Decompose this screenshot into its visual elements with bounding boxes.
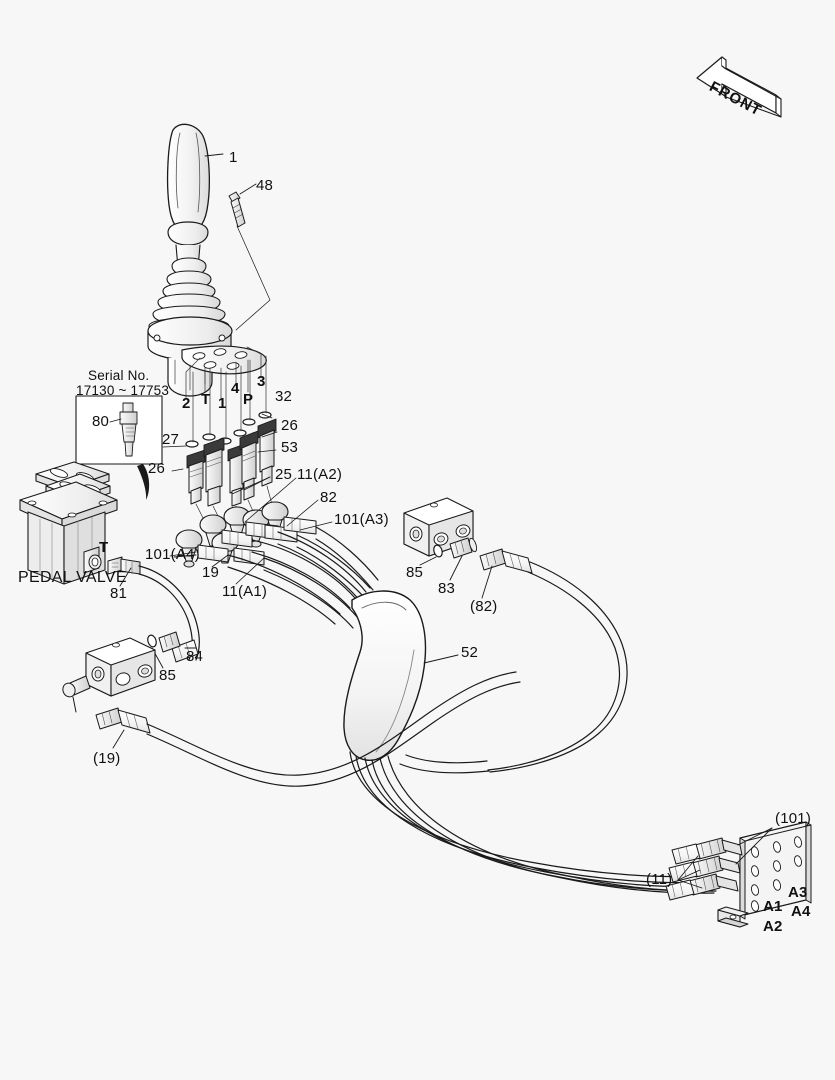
callout-85-b: 85: [159, 667, 177, 684]
manifold-block-right: [399, 497, 628, 774]
valve-port-2: 2: [182, 395, 191, 412]
coupler-a4: [668, 855, 741, 883]
callout-26-b: 26: [148, 460, 166, 477]
bracket-port-a4: A4: [791, 903, 811, 920]
callout-11: (11): [646, 871, 673, 888]
callout-101-a3: 101(A3): [334, 511, 389, 528]
callout-83: 83: [438, 580, 456, 597]
callout-101-a4: 101(A4): [145, 546, 200, 563]
callout-26-a: 26: [281, 417, 299, 434]
valve-port-p: P: [243, 391, 254, 408]
callout-19-b: (19): [93, 750, 121, 767]
callout-19: 19: [202, 564, 220, 581]
callout-32: 32: [275, 388, 293, 405]
callout-84: 84: [186, 648, 204, 665]
valve-port-t: T: [201, 391, 211, 408]
callout-85-a: 85: [406, 564, 424, 581]
pedal-valve-port-t: T: [99, 539, 109, 556]
hose-81-assembly: [107, 554, 200, 669]
callout-52: 52: [461, 644, 479, 661]
callout-101: (101): [775, 810, 812, 827]
callout-25: 25: [275, 466, 293, 483]
callout-1: 1: [229, 149, 238, 166]
fittings-exploded-column: [185, 346, 277, 525]
pedal-valve-assembly: [19, 461, 118, 585]
valve-port-4: 4: [231, 380, 240, 397]
base-plate-holes: [192, 348, 248, 370]
serial-no-heading: Serial No.: [88, 368, 150, 383]
callout-11-a1: 11(A1): [222, 583, 268, 600]
adapter-53: [239, 430, 259, 501]
part-80-cartridge: [119, 402, 138, 457]
callout-82: 82: [320, 489, 338, 506]
adapter-26-a: [186, 449, 206, 505]
joystick-assembly: [147, 123, 271, 397]
adapter-26-b: [257, 418, 277, 487]
elbow-fitting-cluster: [175, 501, 317, 568]
serial-number-box: [75, 395, 163, 500]
callout-11-a2: 11(A2): [297, 466, 343, 483]
elbow-fitting-5: [175, 529, 203, 568]
bolt-48: [228, 191, 246, 228]
bracket-port-a1: A1: [763, 898, 783, 915]
callout-27: 27: [162, 431, 180, 448]
callout-53: 53: [281, 439, 299, 456]
main-hose-bundle: [227, 526, 717, 894]
adapter-27: [203, 437, 225, 507]
manifold-block-left: [62, 637, 156, 713]
callout-82-b: (82): [470, 598, 498, 615]
bracket-port-a3: A3: [788, 884, 808, 901]
hose-19-assembly: [95, 671, 521, 787]
valve-port-1: 1: [218, 395, 227, 412]
coupler-a1-a2: [665, 873, 739, 901]
front-arrow-shape: [696, 56, 782, 118]
mounting-bracket-assembly: [665, 821, 812, 928]
coupler-a3: [671, 837, 743, 865]
bracket-port-a2: A2: [763, 918, 783, 935]
callout-80: 80: [92, 413, 110, 430]
callout-81: 81: [110, 585, 128, 602]
serial-no-range: 17130 ~ 17753: [76, 383, 170, 398]
valve-port-3: 3: [257, 373, 266, 390]
pedal-valve-caption: PEDAL VALVE: [18, 569, 127, 586]
callout-48: 48: [256, 177, 274, 194]
